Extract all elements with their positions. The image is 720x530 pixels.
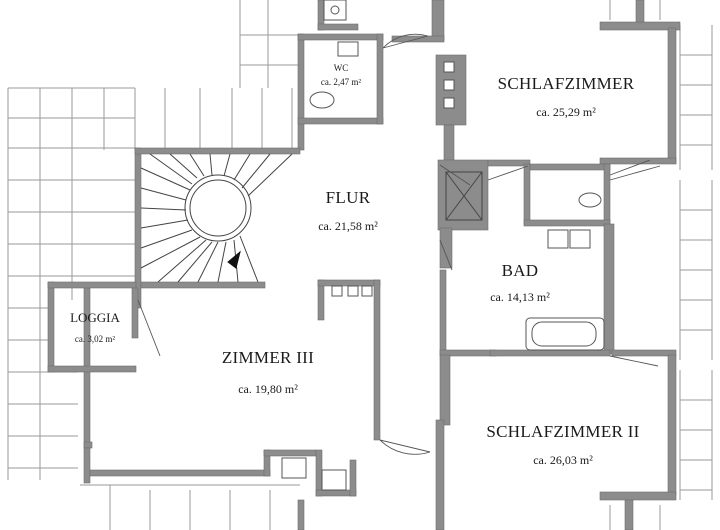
wc-sink-icon bbox=[337, 41, 359, 57]
zimmer3-area: ca. 19,80 m² bbox=[238, 382, 298, 396]
schlafzimmer-name: SCHLAFZIMMER bbox=[498, 74, 635, 93]
room-labels: SCHLAFZIMMER ca. 25,29 m² WC ca. 2,47 m²… bbox=[70, 63, 639, 467]
zimmer3-name: ZIMMER III bbox=[222, 348, 314, 367]
schlafzimmer2-name: SCHLAFZIMMER II bbox=[486, 422, 639, 441]
schlafzimmer2-area: ca. 26,03 m² bbox=[533, 453, 593, 467]
sink-bowl-icon bbox=[330, 5, 340, 15]
flur-area: ca. 21,58 m² bbox=[318, 219, 378, 233]
bad-sink-2-icon bbox=[569, 229, 591, 249]
loggia-name: LOGGIA bbox=[70, 310, 120, 325]
bad-name: BAD bbox=[502, 261, 539, 280]
bad-area: ca. 14,13 m² bbox=[490, 290, 550, 304]
staircase-icon bbox=[140, 153, 293, 283]
stair-direction-arrow-icon bbox=[227, 250, 241, 269]
zimmer3-sink-icon bbox=[281, 457, 307, 479]
bad-toilet-icon bbox=[578, 192, 602, 208]
roof-tiles-right bbox=[609, 0, 713, 530]
bad-sink-1-icon bbox=[547, 229, 569, 249]
column-markers bbox=[331, 61, 455, 297]
door-swings bbox=[137, 33, 661, 455]
roof-tiles-left bbox=[7, 0, 300, 530]
wc-area: ca. 2,47 m² bbox=[321, 77, 361, 87]
toilet-icon bbox=[309, 91, 335, 109]
loggia-area: ca. 3,02 m² bbox=[75, 334, 115, 344]
lower-sink-icon bbox=[321, 469, 347, 491]
flur-name: FLUR bbox=[326, 188, 371, 207]
wc-name: WC bbox=[334, 63, 349, 73]
shower-icon bbox=[445, 171, 483, 221]
schlafzimmer-area: ca. 25,29 m² bbox=[536, 105, 596, 119]
fixtures bbox=[281, 0, 605, 491]
